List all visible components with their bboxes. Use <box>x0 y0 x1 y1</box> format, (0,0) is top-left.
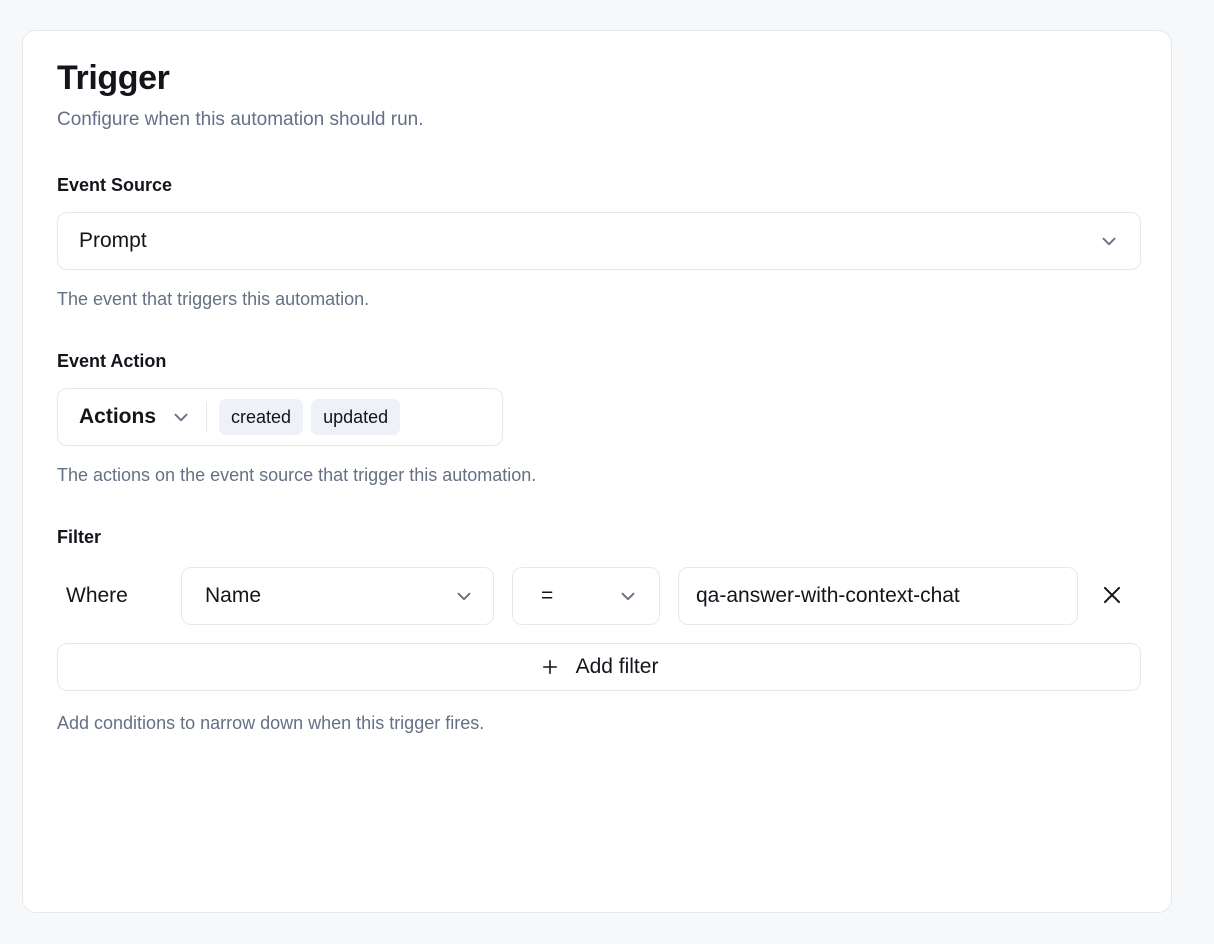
filter-field-value: Name <box>205 584 262 607</box>
chevron-down-icon <box>1098 230 1120 252</box>
event-action-value: Actions <box>79 405 157 428</box>
remove-filter-button[interactable] <box>1089 573 1135 619</box>
page-title: Trigger <box>57 59 170 97</box>
chevron-down-icon <box>617 585 639 607</box>
close-icon <box>1099 582 1125 611</box>
where-label: Where <box>66 584 128 607</box>
trigger-card: Trigger Configure when this automation s… <box>22 30 1172 913</box>
chip-updated[interactable]: updated <box>311 399 401 435</box>
chevron-down-icon <box>170 406 192 428</box>
event-action-label: Event Action <box>57 351 167 371</box>
filter-label: Filter <box>57 527 102 547</box>
event-source-helper: The event that triggers this automation. <box>57 289 370 309</box>
event-action-helper: The actions on the event source that tri… <box>57 465 537 485</box>
card-subtitle: Configure when this automation should ru… <box>57 109 424 130</box>
filter-value-input[interactable]: qa-answer-with-context-chat <box>678 567 1078 625</box>
filter-helper: Add conditions to narrow down when this … <box>57 713 485 733</box>
filter-operator-select[interactable]: = <box>512 567 660 625</box>
filter-value-text: qa-answer-with-context-chat <box>696 584 960 607</box>
event-action-chips: created updated <box>219 399 401 435</box>
add-filter-label: Add filter <box>575 655 659 678</box>
filter-operator-value: = <box>541 584 554 607</box>
event-source-label: Event Source <box>57 175 173 195</box>
filter-row: Where Name = qa-answer-with-context-chat <box>57 567 1137 625</box>
chevron-down-icon <box>453 585 475 607</box>
event-source-select[interactable]: Prompt <box>57 212 1141 270</box>
event-source-value: Prompt <box>79 229 147 252</box>
event-source-block: Event Source Prompt The event that trigg… <box>57 173 1141 311</box>
event-action-block: Event Action Actions created updated The… <box>57 349 1137 487</box>
event-action-select[interactable]: Actions <box>79 405 206 429</box>
divider <box>206 402 208 432</box>
event-action-control: Actions created updated <box>57 388 503 446</box>
filter-field-select[interactable]: Name <box>181 567 494 625</box>
plus-icon <box>540 657 560 677</box>
chip-created[interactable]: created <box>219 399 304 435</box>
filter-block: Filter Where Name = qa-answer-with-c <box>57 525 1141 735</box>
add-filter-button[interactable]: Add filter <box>57 643 1141 691</box>
